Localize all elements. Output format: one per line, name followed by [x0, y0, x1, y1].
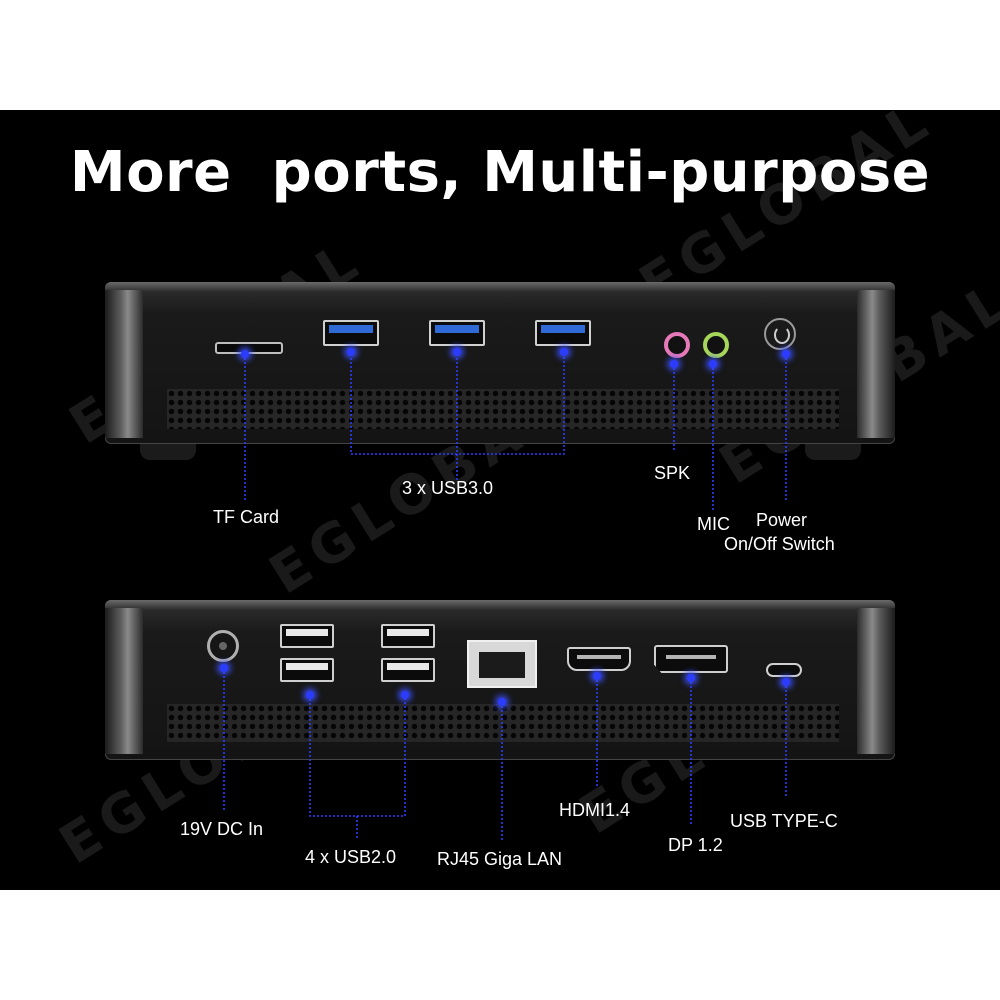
front-vent-grille [167, 389, 839, 429]
callout-dot [709, 360, 717, 368]
label-usb20: 4 x USB2.0 [305, 847, 397, 867]
mic-jack [703, 332, 729, 358]
device-top-edge [105, 600, 895, 610]
dc-in-jack [207, 630, 239, 662]
front-device [105, 282, 895, 444]
callout-dot [498, 698, 506, 706]
displayport-port [654, 645, 728, 673]
device-top-edge [105, 282, 895, 292]
device-left-edge [105, 608, 143, 754]
callout-dot [453, 348, 461, 356]
speaker-jack [664, 332, 690, 358]
label-power-switch: On/Off Switch [724, 534, 835, 554]
callout-dot [401, 691, 409, 699]
power-button [764, 318, 796, 350]
product-photo-panel: More ports, Multi-purpose EGLOBAL EGLOBA… [0, 110, 1000, 890]
usb20-port-3 [381, 624, 435, 648]
device-left-edge [105, 290, 143, 438]
usb30-port-3 [535, 320, 591, 346]
usb30-port-2 [429, 320, 485, 346]
headline: More ports, Multi-purpose [69, 140, 931, 205]
rj45-port [467, 640, 537, 688]
usb20-port-2 [280, 658, 334, 682]
usb20-port-4 [381, 658, 435, 682]
label-spk: SPK [654, 463, 691, 483]
label-hdmi: HDMI1.4 [559, 800, 631, 820]
callout-dot [687, 674, 695, 682]
usb-type-c-port [766, 663, 802, 677]
callout-dot [220, 664, 228, 672]
callout-dot [670, 360, 678, 368]
rear-vent-grille [167, 704, 839, 742]
label-dp: DP 1.2 [668, 835, 723, 855]
callout-lines [223, 350, 787, 840]
callout-dot [347, 348, 355, 356]
tf-card-slot [215, 342, 283, 354]
usb20-port-1 [280, 624, 334, 648]
usb30-port-1 [323, 320, 379, 346]
label-mic: MIC [697, 514, 730, 534]
hdmi-port [567, 647, 631, 671]
callout-dot [241, 350, 249, 358]
label-tf-card: TF Card [213, 507, 280, 527]
label-usb-type-c: USB TYPE-C [730, 811, 838, 831]
callout-dot [782, 350, 790, 358]
label-rj45: RJ45 Giga LAN [437, 849, 563, 869]
callout-dot [782, 678, 790, 686]
callout-dot [306, 691, 314, 699]
label-power: Power [756, 510, 808, 530]
device-right-edge [857, 608, 895, 754]
device-foot [140, 442, 196, 460]
label-dc-in: 19V DC In [180, 819, 264, 839]
device-foot [805, 442, 861, 460]
device-right-edge [857, 290, 895, 438]
callout-dot [593, 672, 601, 680]
callout-dot [560, 348, 568, 356]
label-usb30: 3 x USB3.0 [402, 478, 494, 498]
